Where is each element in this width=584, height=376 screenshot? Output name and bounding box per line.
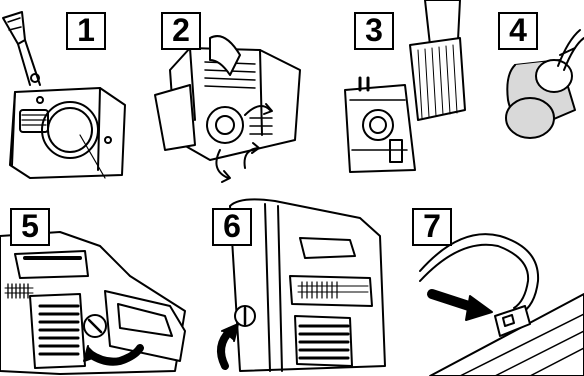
step-number-4: 4 (498, 12, 538, 50)
step-4-panel: 4 (480, 0, 584, 185)
step-2-panel: 2 (150, 0, 320, 185)
step-6-panel: 6 (200, 196, 400, 376)
step-1-panel: 1 (0, 0, 140, 185)
step-number-7: 7 (412, 208, 452, 246)
step-number-5: 5 (10, 208, 50, 246)
step-number-1: 1 (66, 12, 106, 50)
step-5-panel: 5 (0, 196, 200, 376)
step-3-panel: 3 (330, 0, 470, 185)
step-number-3: 3 (354, 12, 394, 50)
step-7-panel: 7 (400, 196, 584, 376)
step-number-6: 6 (212, 208, 252, 246)
step-number-2: 2 (161, 12, 201, 50)
carburettor-brush-illustration (330, 0, 470, 185)
